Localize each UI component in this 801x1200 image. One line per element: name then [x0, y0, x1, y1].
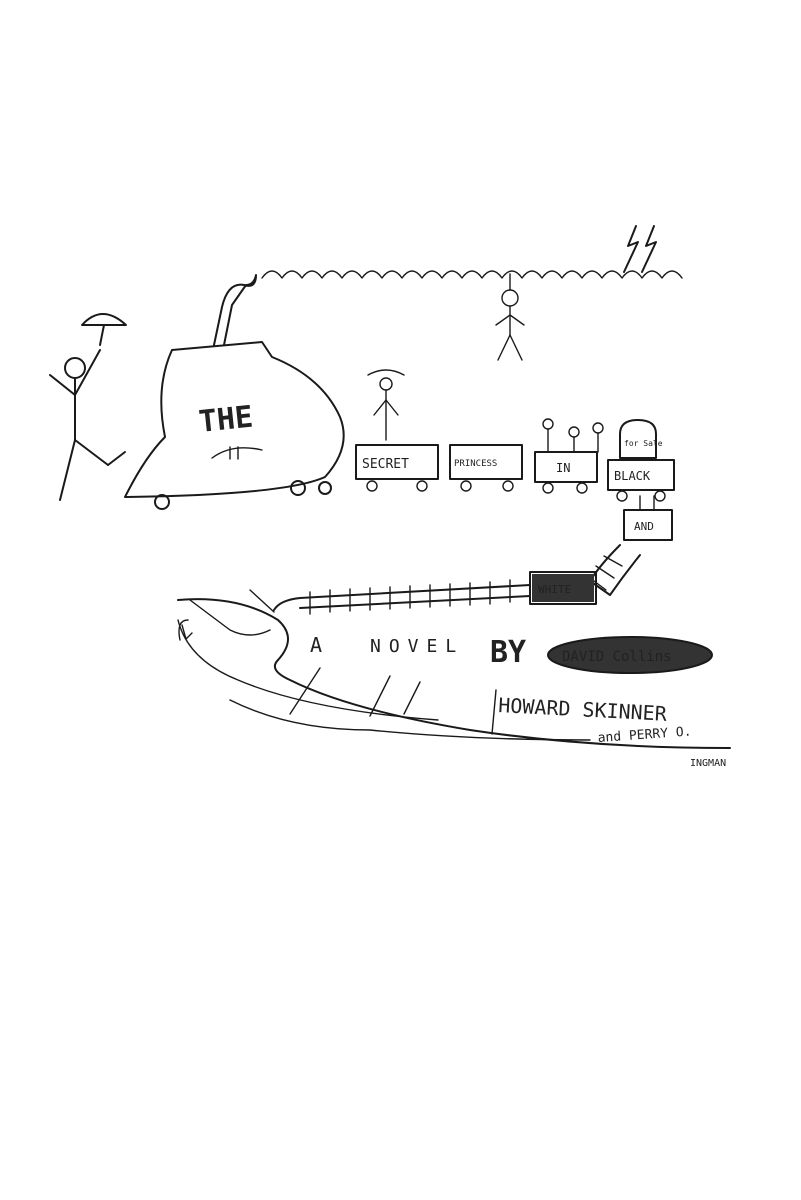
car-label-6: WHITE: [538, 583, 571, 596]
lightning-icon-2: [641, 225, 657, 273]
author-secondary-2: INGMAN: [690, 758, 726, 769]
title-word: THE: [197, 399, 255, 439]
car-label-3: IN: [556, 461, 570, 475]
car-label-5: AND: [634, 520, 654, 533]
sale-tag: for Sale: [619, 419, 663, 459]
cloud-line: [261, 270, 683, 279]
byline-oval-text: DAVID Collins: [562, 649, 672, 665]
tag-text: for Sale: [624, 439, 663, 448]
landscape-lines: [177, 589, 731, 749]
lightning-icon: [623, 225, 639, 273]
train-car-6: WHITE: [529, 571, 597, 605]
car-label-2: PRINCESS: [454, 459, 497, 469]
train-car-1: SECRET: [355, 369, 439, 492]
car-label-4: BLACK: [614, 469, 651, 483]
subtitle-by: BY: [490, 635, 526, 670]
subtitle-novel: NOVEL: [370, 636, 464, 657]
locomotive: THE: [124, 274, 345, 510]
stick-figure-umbrella: [49, 313, 127, 501]
author-primary: HOWARD SKINNER: [498, 693, 669, 726]
subtitle-a: A: [310, 633, 322, 657]
train-car-2: PRINCESS: [449, 444, 523, 492]
hanging-stick-figure: [495, 273, 525, 361]
byline-oval: DAVID Collins: [547, 636, 713, 674]
straight-track: [273, 579, 531, 615]
train-car-5: AND: [623, 509, 673, 541]
train-car-4: BLACK: [607, 459, 675, 502]
train-car-3: IN: [534, 418, 604, 494]
car-label-1: SECRET: [362, 457, 409, 472]
curved-track: [589, 544, 641, 596]
author-secondary: and PERRY O.: [597, 724, 692, 746]
